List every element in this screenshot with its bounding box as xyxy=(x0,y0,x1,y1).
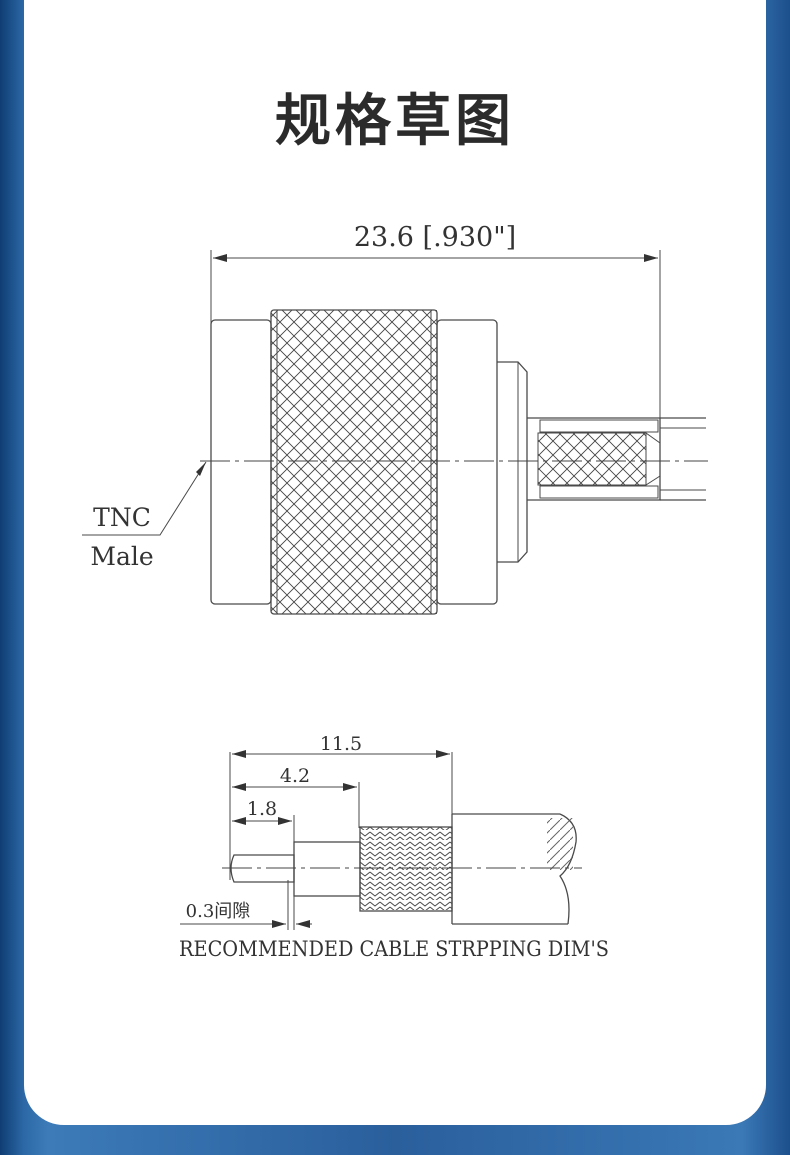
tnc-male-callout: TNC Male xyxy=(82,461,207,571)
dielectric xyxy=(293,841,361,897)
dim-4-2: 4.2 xyxy=(280,765,310,787)
page-title: 规格草图 xyxy=(275,89,515,154)
callout-male: Male xyxy=(90,542,153,571)
cable-braid xyxy=(360,827,452,911)
overall-dimension: 23.6 [.930"] xyxy=(210,222,661,460)
connector-cap xyxy=(210,319,272,605)
callout-tnc: TNC xyxy=(93,503,151,532)
stripping-caption: RECOMMENDED CABLE STRPPING DIM'S xyxy=(179,937,609,961)
connector-drawing: 23.6 [.930"] TNC Male xyxy=(82,222,708,615)
knurled-nut xyxy=(271,310,437,614)
cable-extension xyxy=(660,417,706,501)
connector-collar xyxy=(497,361,528,563)
stripping-drawing: 11.5 4.2 1.8 0.3间隙 RECOMMENDED CABLE STR… xyxy=(179,733,609,961)
center-pin xyxy=(230,854,295,883)
gap-label: 0.3间隙 xyxy=(186,901,251,922)
cable-jacket xyxy=(451,813,568,925)
connector-body xyxy=(436,319,498,605)
dim-1-8: 1.8 xyxy=(247,798,277,820)
overall-length-label: 23.6 [.930"] xyxy=(354,222,516,253)
braid-inside xyxy=(538,433,646,485)
dim-11-5: 11.5 xyxy=(320,733,362,755)
